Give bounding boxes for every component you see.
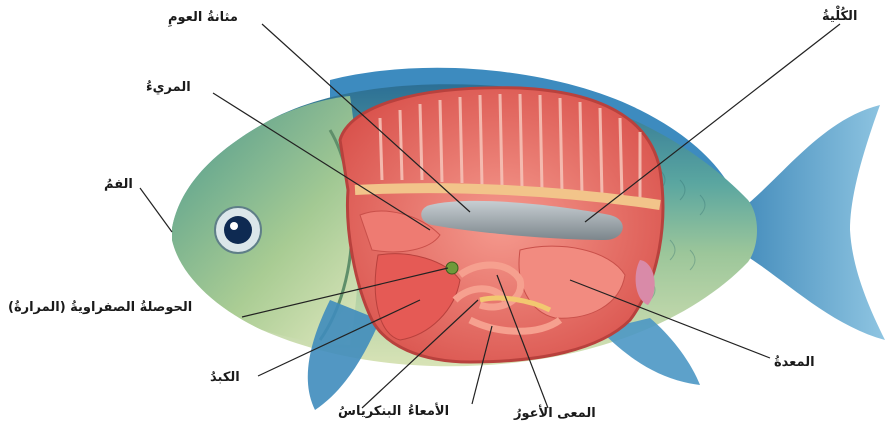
label-esophagus: المريءُ: [146, 80, 191, 96]
label-mouth: الفمُ: [104, 177, 133, 193]
leader-mouth: [140, 188, 172, 232]
label-gallbladder: الحوصلةُ الصفراويةُ (المرارةُ): [8, 300, 192, 316]
label-pancreas: البنكرياسُ: [338, 404, 401, 420]
fish-eye: [215, 207, 261, 253]
label-kidney: الكُلْيةُ: [822, 9, 857, 25]
label-swim-bladder: مثانةُ العومِ: [168, 10, 238, 26]
label-stomach: المعدةُ: [774, 355, 815, 371]
label-liver: الكبدُ: [210, 370, 240, 386]
label-cecum: المعى الأعورُ: [514, 406, 596, 422]
tail-fin: [740, 105, 885, 340]
label-intestines: الأمعاءُ: [408, 404, 449, 420]
